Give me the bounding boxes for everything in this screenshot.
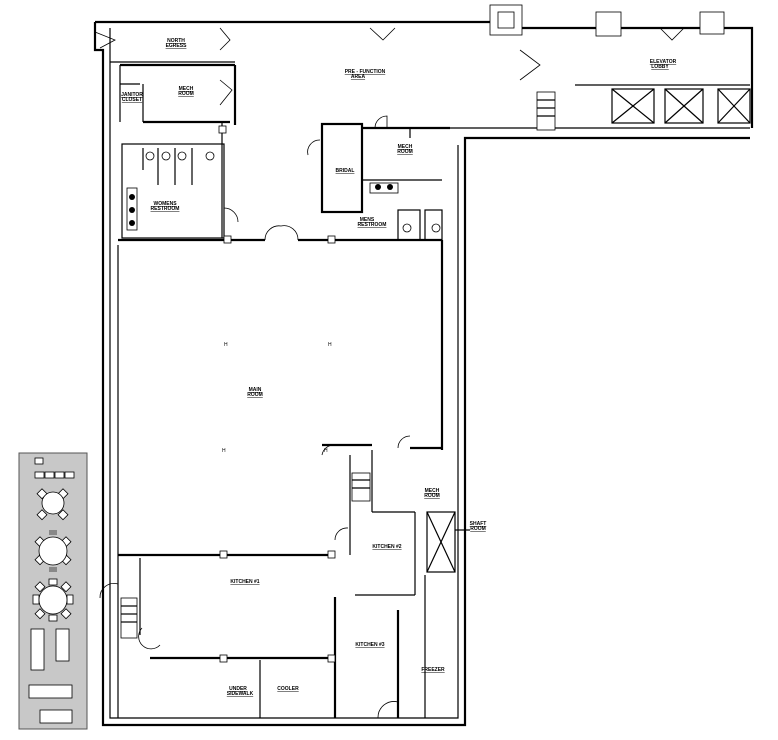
north-wing-walls: [94, 27, 396, 238]
table-8-seat: [32, 578, 74, 622]
svg-text:H: H: [324, 448, 328, 454]
svg-text:H: H: [224, 342, 228, 348]
room-label-kitchen-2: KITCHEN #2: [372, 544, 401, 550]
columns: [489, 4, 725, 37]
column-markers: H H H H: [218, 125, 336, 663]
kitchen-walls: [99, 444, 470, 719]
room-label-bridal: BRIDAL: [336, 168, 355, 174]
room-label-kitchen-3: KITCHEN #3: [355, 642, 384, 648]
main-room-walls: [117, 225, 444, 718]
table-6-seat: [34, 530, 72, 572]
room-label-kitchen-1: KITCHEN #1: [230, 579, 259, 585]
womens-restroom: [121, 143, 239, 239]
room-label-cooler: COOLER: [277, 686, 299, 692]
furniture-legend: [18, 452, 88, 730]
svg-text:H: H: [328, 342, 332, 348]
room-label-freezer: FREEZER: [421, 667, 445, 673]
table-4-seat: [36, 488, 69, 521]
elevator-core: [519, 27, 751, 131]
svg-text:H: H: [222, 448, 226, 454]
